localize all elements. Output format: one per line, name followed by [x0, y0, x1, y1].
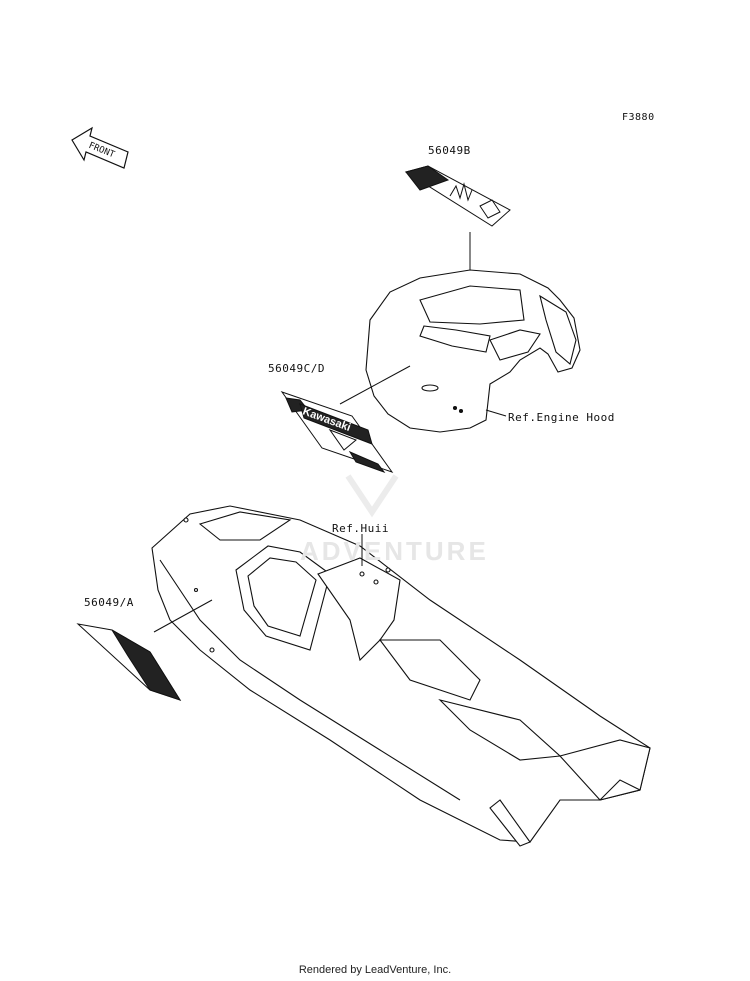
hull: [151, 505, 651, 847]
footer-credit: Rendered by LeadVenture, Inc.: [298, 964, 452, 976]
part-label-56049b[interactable]: 56049B: [428, 144, 471, 157]
part-label-56049a[interactable]: 56049/A: [84, 596, 134, 609]
leader-hood-ref: [485, 409, 507, 417]
decal-56049cd: Kawasaki: [280, 391, 394, 474]
watermark-logo-icon: [345, 474, 399, 518]
ref-label-engine-hood: Ref.Engine Hood: [508, 411, 615, 424]
front-arrow-icon: FRONT: [71, 126, 129, 169]
part-label-56049cd[interactable]: 56049C/D: [268, 362, 325, 375]
decal-56049a: [76, 623, 182, 701]
decal-56049b: [404, 165, 511, 227]
watermark-text: ADVENTURE: [300, 536, 489, 566]
leader-56049cd: [339, 365, 411, 405]
leader-56049a: [153, 599, 213, 633]
ref-label-hull: Ref.Huii: [332, 522, 389, 535]
engine-hood: [365, 269, 581, 433]
figure-code: F3880: [622, 112, 655, 123]
